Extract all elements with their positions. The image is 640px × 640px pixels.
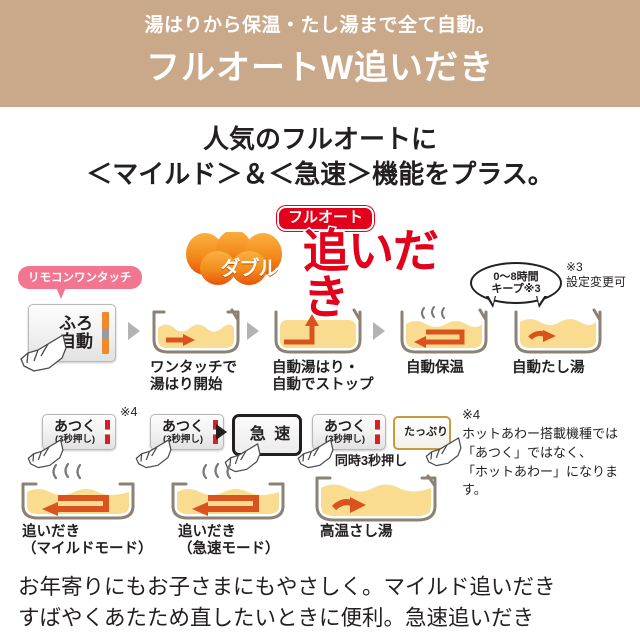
footnote-4-line-3: 「ホットあわー」になります。 xyxy=(462,463,619,498)
mode-caption-2-line-1: 追いだき xyxy=(178,524,236,540)
footnote-4: ※4 ホットあわー搭載機種では 「あつく」ではなく、 「ホットあわー」になります… xyxy=(462,406,640,500)
furo-auto-indicator-icon xyxy=(102,312,109,354)
footer-line-2: すばやくあたため直したいときに便利。急速追いだき xyxy=(18,605,535,630)
atsuku-label-hightemp: あつく (3秒押し) xyxy=(313,415,385,449)
hand-press-icon-tappuri xyxy=(424,434,464,468)
footnote-4-mark: ※4 xyxy=(462,407,481,422)
tappuri-button[interactable]: たっぷり xyxy=(393,416,451,450)
bathtub-reheat-rapid-icon xyxy=(168,462,288,524)
flow-caption-2: 自動湯はり・ 自動でストップ xyxy=(272,360,374,395)
kyusoku-label: 急 速 xyxy=(235,417,299,453)
keep-bubble-tail-right xyxy=(536,295,547,308)
simultaneous-press-label: 同時3秒押し xyxy=(334,453,408,468)
keep-line-2: キープ※3 xyxy=(491,283,541,295)
furo-auto-label: ふろ 自動 xyxy=(29,305,115,361)
footnote-4-mark: ※4 xyxy=(120,405,138,419)
logo-w-label: ダブル xyxy=(220,258,279,280)
flow-caption-3-line-1: 自動保温 xyxy=(406,360,464,376)
mode-caption-1-line-2: （マイルドモード） xyxy=(22,541,153,558)
kyusoku-button[interactable]: 急 速 xyxy=(232,414,302,456)
product-logo: フルオート ダブル 追いだき 追いだき xyxy=(185,206,475,322)
flow-caption-3: 自動保温 xyxy=(406,360,464,377)
mode-caption-1-line-1: 追いだき xyxy=(22,524,80,540)
mode-arrow-icon xyxy=(216,424,227,440)
flow-caption-1-line-1: ワンタッチで xyxy=(150,360,237,376)
keep-bubble-tail-left xyxy=(486,295,496,308)
mode-caption-3: 高温さし湯 xyxy=(320,524,393,541)
lead-line-1: 人気のフルオートに xyxy=(202,124,437,154)
mode-caption-3-line-1: 高温さし湯 xyxy=(320,524,393,540)
header-banner: 湯はりから保温・たし湯まで全て自動。 フルオートW追いだき xyxy=(0,0,640,107)
logo-main-text-outline: 追いだき xyxy=(302,225,441,323)
furo-auto-line-2: 自動 xyxy=(59,332,93,351)
atsuku-label-mild: あつく (3秒押し) xyxy=(43,415,115,449)
atsuku-mild-line-1: あつく xyxy=(54,418,96,435)
atsuku-hightemp-line-1: あつく xyxy=(324,418,366,435)
lead-copy: 人気のフルオートに ＜マイルド＞＆＜急速＞機能をプラス。 xyxy=(0,122,640,192)
flow-caption-1: ワンタッチで 湯はり開始 xyxy=(150,360,237,395)
atsuku-hightemp-indicator-icon xyxy=(375,420,380,444)
atsuku-button-hightemp[interactable]: あつく (3秒押し) xyxy=(312,414,386,450)
flow-caption-2-line-1: 自動湯はり・ xyxy=(272,360,359,376)
atsuku-mild-line-2: (3秒押し) xyxy=(54,434,96,446)
mode-caption-2: 追いだき （急速モード） xyxy=(178,524,280,559)
footnote-4-line-2: 「あつく」ではなく、 xyxy=(462,444,593,460)
atsuku-rapid-line-2: (3秒押し) xyxy=(162,434,204,446)
logo-main-text: 追いだき xyxy=(303,225,439,323)
keep-duration-text: 0〜8時間 キープ※3 xyxy=(491,271,540,296)
hand-press-icon-mild xyxy=(26,436,66,470)
hand-press-icon-hightemp xyxy=(296,436,336,470)
hand-press-icon-rapid xyxy=(134,436,174,470)
footnote-3-mark: ※3 xyxy=(566,260,583,274)
tappuri-text: たっぷり xyxy=(404,426,448,439)
tappuri-label: たっぷり xyxy=(395,418,449,448)
footer-copy: お年寄りにもお子さまにもやさしく。マイルド追いだき すばやくあたため直したいとき… xyxy=(18,572,628,633)
flow-arrow-3-icon xyxy=(373,322,385,340)
flow-caption-2-line-2: 自動でストップ xyxy=(272,377,374,394)
furo-auto-line-1: ふろ xyxy=(59,313,93,333)
bathtub-high-temp-add-icon xyxy=(312,468,440,526)
hand-press-icon xyxy=(18,330,70,374)
bathtub-reheat-mild-icon xyxy=(18,462,138,524)
logo-badge-full-auto: フルオート xyxy=(277,206,375,231)
footnote-3: ※3 設定変更可 xyxy=(566,260,640,291)
atsuku-rapid-line-1: あつく xyxy=(162,418,204,435)
flow-arrow-1-icon xyxy=(128,322,140,340)
atsuku-rapid-indicator-icon xyxy=(213,420,218,444)
bathtub-auto-refill-icon xyxy=(512,306,604,358)
mode-caption-2-line-2: （急速モード） xyxy=(178,541,280,558)
keep-duration-bubble: 0〜8時間 キープ※3 xyxy=(470,262,562,304)
atsuku-label-rapid: あつく (3秒押し) xyxy=(151,415,223,449)
flow-arrow-2-icon xyxy=(247,322,259,340)
header-subtitle: 湯はりから保温・たし湯まで全て自動。 xyxy=(144,15,496,36)
mode-caption-1: 追いだき （マイルドモード） xyxy=(22,524,153,559)
remote-badge-tail xyxy=(56,287,66,299)
bathtub-filling-icon xyxy=(150,306,242,358)
footnote-4-line-1: ホットあわー搭載機種では xyxy=(462,425,619,441)
page-title: フルオートW追いだき xyxy=(145,49,495,87)
remote-one-touch-badge: リモコンワンタッチ xyxy=(18,266,142,289)
atsuku-mild-indicator-icon xyxy=(105,420,110,444)
flow-caption-1-line-2: 湯はり開始 xyxy=(150,377,223,394)
atsuku-hightemp-line-2: (3秒押し) xyxy=(324,434,366,446)
flow-caption-4: 自動たし湯 xyxy=(512,360,585,377)
bathtub-auto-fill-icon xyxy=(272,306,364,358)
logo-w-mark-icon xyxy=(185,232,313,286)
keep-line-1: 0〜8時間 xyxy=(493,270,539,283)
footnote-3-text: 設定変更可 xyxy=(566,275,627,290)
flow-caption-4-line-1: 自動たし湯 xyxy=(512,360,585,376)
atsuku-button-rapid[interactable]: あつく (3秒押し) xyxy=(150,414,224,450)
kyusoku-text: 急 速 xyxy=(249,425,293,443)
lead-line-2: ＜マイルド＞＆＜急速＞機能をプラス。 xyxy=(86,158,554,189)
footer-line-1: お年寄りにもお子さまにもやさしく。マイルド追いだき xyxy=(18,575,556,599)
bathtub-keep-warm-icon xyxy=(398,306,490,358)
